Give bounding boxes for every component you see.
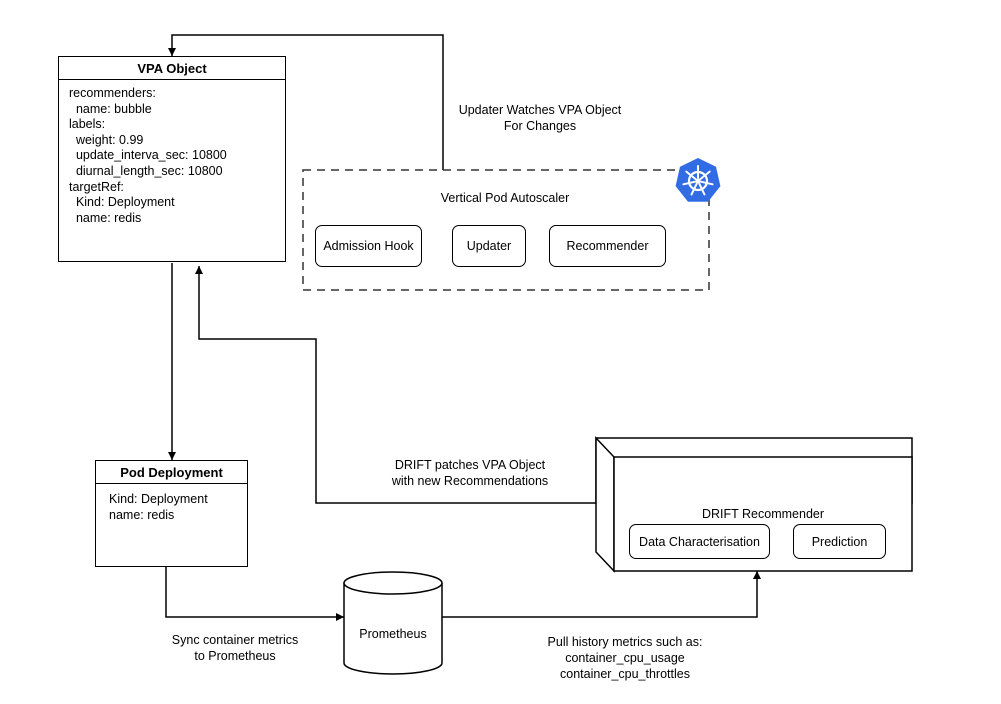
admission-hook-box: Admission Hook: [315, 225, 422, 267]
pull-metrics-connector: [442, 571, 761, 618]
pod-deployment-box: Pod Deployment Kind: Deployment name: re…: [95, 460, 248, 567]
spec-line: recommenders:: [69, 86, 156, 100]
vpa-dashed-frame: [302, 169, 710, 291]
prediction-box: Prediction: [793, 524, 886, 559]
pod-deployment-title: Pod Deployment: [96, 461, 247, 484]
spec-line: Kind: Deployment: [69, 195, 175, 210]
updater-box: Updater: [452, 225, 526, 267]
spec-line: diurnal_length_sec: 10800: [69, 163, 223, 178]
pod-deployment-spec: Kind: Deployment name: redis: [96, 484, 247, 523]
updater-watch-connector: [168, 34, 444, 170]
prometheus-label: Prometheus: [359, 627, 427, 641]
prometheus-cylinder: [343, 571, 443, 675]
vpa-object-title: VPA Object: [59, 57, 285, 80]
updater-watch-label: Updater Watches VPA Object For Changes: [458, 103, 622, 133]
sync-metrics-connector: [165, 567, 344, 621]
spec-line: weight: 0.99: [69, 132, 144, 147]
spec-line: labels:: [69, 117, 106, 132]
recommender-box: Recommender: [549, 225, 666, 267]
vpa-title: Vertical Pod Autoscaler: [440, 191, 570, 205]
kubernetes-icon: [675, 158, 721, 202]
sync-metrics-label: Sync container metrics to Prometheus: [171, 633, 299, 663]
spec-line: name: bubble: [69, 101, 152, 116]
spec-line: update_interva_sec: 10800: [69, 148, 227, 163]
data-characterisation-box: Data Characterisation: [629, 524, 770, 559]
drift-title: DRIFT Recommender: [701, 507, 825, 521]
drift-patch-connector: [195, 266, 596, 504]
spec-line: targetRef:: [69, 179, 124, 194]
spec-line: name: redis: [69, 210, 142, 225]
drift-patch-label: DRIFT patches VPA Object with new Recomm…: [391, 458, 549, 488]
spec-line: name: redis: [109, 507, 175, 522]
spec-line: Kind: Deployment: [109, 492, 208, 506]
vpa-object-spec: recommenders: name: bubble labels: weigh…: [59, 80, 285, 226]
vpa-object-box: VPA Object recommenders: name: bubble la…: [58, 56, 286, 262]
pull-metrics-label: Pull history metrics such as: container_…: [547, 635, 703, 681]
